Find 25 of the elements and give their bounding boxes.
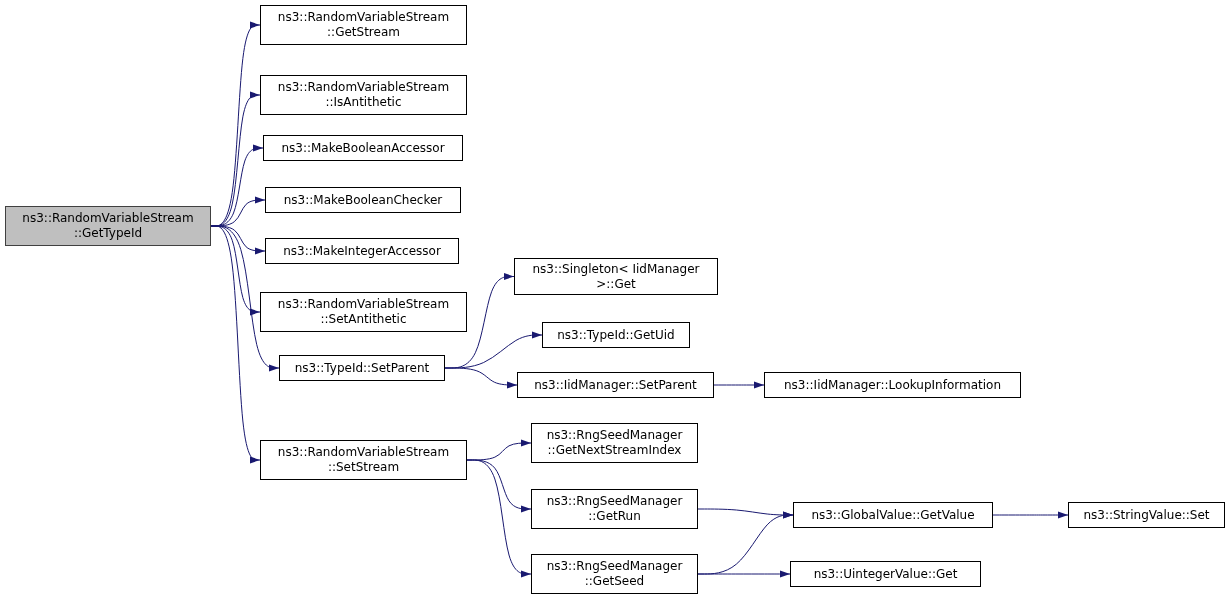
function-box: ns3::RandomVariableStream ::IsAntithetic	[260, 75, 467, 115]
function-box: ns3::RngSeedManager ::GetRun	[531, 489, 698, 529]
function-box: ns3::RandomVariableStream ::SetStream	[260, 440, 467, 480]
function-box: ns3::RandomVariableStream ::GetStream	[260, 5, 467, 45]
selected-function-box: ns3::RandomVariableStream ::GetTypeId	[5, 206, 211, 246]
call-arrow	[210, 225, 261, 464]
function-box: ns3::RngSeedManager ::GetNextStreamIndex	[531, 423, 698, 463]
function-box: ns3::MakeIntegerAccessor	[265, 238, 459, 264]
function-box: ns3::RandomVariableStream ::SetAntithetic	[260, 292, 467, 332]
function-box: ns3::TypeId::GetUid	[542, 322, 690, 348]
call-arrow	[992, 511, 1069, 519]
function-box: ns3::RngSeedManager ::GetSeed	[531, 554, 698, 594]
function-box: ns3::MakeBooleanAccessor	[263, 135, 463, 161]
function-box: ns3::UintegerValue::Get	[790, 561, 981, 587]
call-arrow	[713, 381, 765, 389]
function-box: ns3::IidManager::LookupInformation	[764, 372, 1021, 398]
function-box: ns3::TypeId::SetParent	[279, 355, 445, 381]
function-box: ns3::StringValue::Set	[1068, 502, 1225, 528]
function-box: ns3::IidManager::SetParent	[517, 372, 714, 398]
call-arrow	[697, 570, 791, 578]
call-arrow	[444, 367, 518, 389]
function-box: ns3::Singleton< IidManager >::Get	[514, 258, 718, 295]
function-box: ns3::GlobalValue::GetValue	[793, 502, 993, 528]
function-box: ns3::MakeBooleanChecker	[265, 187, 461, 213]
call-arrow	[466, 459, 532, 578]
